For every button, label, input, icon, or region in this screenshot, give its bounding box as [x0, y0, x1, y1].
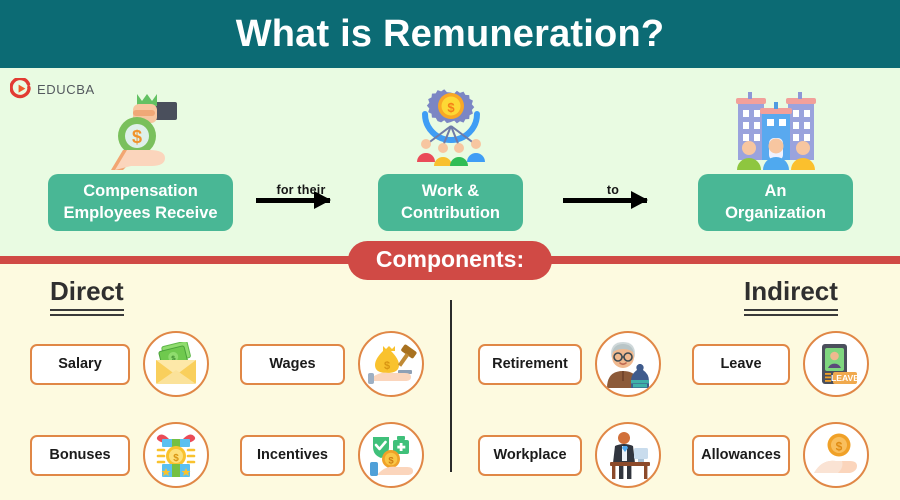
page-title: What is Remuneration? — [235, 12, 665, 55]
flow-step-label-line1: Compensation — [83, 182, 198, 201]
arrow-right-icon — [256, 191, 331, 209]
educba-circle-play-icon — [9, 76, 32, 100]
leave-badge-text: LEAVE — [831, 373, 859, 383]
flow-step-label: Compensation Employees Receive — [48, 174, 233, 231]
svg-text:$: $ — [836, 440, 843, 454]
svg-text:$: $ — [388, 456, 394, 467]
flow-step-label-line1: Work & — [421, 182, 480, 201]
flow-connector-2: to — [563, 183, 663, 209]
flow-step-label-line1: An — [764, 182, 787, 201]
flow-step-label-line2: Employees Receive — [63, 203, 218, 222]
svg-text:$: $ — [384, 360, 390, 372]
envelope-cash-icon: $ — [143, 331, 209, 397]
component-label: Wages — [240, 343, 345, 385]
gift-box-coin-icon: $ — [143, 422, 209, 488]
header-bar: What is Remuneration? — [0, 0, 900, 68]
section-heading-indirect: Indirect — [744, 276, 838, 316]
gear-coin-team-icon: $ — [378, 88, 523, 174]
desk-worker-icon — [595, 422, 661, 488]
component-label: Retirement — [478, 343, 582, 385]
component-label: Workplace — [478, 434, 582, 476]
component-label: Bonuses — [30, 434, 130, 476]
component-item-retirement[interactable]: Retirement — [478, 331, 661, 397]
coin-on-hand-icon: $ — [803, 422, 869, 488]
components-banner: Components: — [0, 241, 900, 281]
flow-connector-1: for their — [256, 183, 346, 209]
brand-logo[interactable]: EDUCBA — [9, 76, 95, 100]
svg-text:$: $ — [173, 453, 179, 464]
flow-step-label: An Organization — [698, 174, 853, 231]
flow-step-compensation[interactable]: $ Compensation Employees Receive — [48, 88, 233, 231]
flow-step-work[interactable]: $ Work & Contribution — [378, 88, 523, 231]
arrow-right-icon — [563, 191, 648, 209]
component-item-wages[interactable]: Wages $ — [240, 331, 424, 397]
vertical-divider — [450, 300, 452, 472]
section-heading-direct: Direct — [50, 276, 124, 316]
component-item-workplace[interactable]: Workplace — [478, 422, 661, 488]
component-label: Allowances — [692, 434, 790, 476]
components-banner-label: Components: — [347, 241, 553, 280]
component-label: Incentives — [240, 434, 345, 476]
component-item-salary[interactable]: Salary $ — [30, 331, 209, 397]
shield-medkit-coin-icon: $ — [358, 422, 424, 488]
component-item-allowances[interactable]: Allowances $ — [692, 422, 869, 488]
component-item-bonuses[interactable]: Bonuses $ — [30, 422, 209, 488]
svg-text:$: $ — [171, 355, 177, 363]
id-badge-leave-icon: LEAVE — [803, 331, 869, 397]
component-label: Leave — [692, 343, 790, 385]
flow-connector-label: to — [606, 183, 620, 197]
flow-step-label-line2: Organization — [725, 203, 826, 222]
office-buildings-people-icon — [698, 88, 853, 174]
elderly-savings-icon — [595, 331, 661, 397]
component-item-leave[interactable]: Leave LEAVE — [692, 331, 869, 397]
section-heading-direct-text: Direct — [50, 276, 124, 306]
brand-logo-text: EDUCBA — [37, 81, 95, 97]
flow-connector-label: for their — [276, 183, 326, 197]
heading-underline — [50, 309, 124, 316]
svg-text:$: $ — [447, 100, 455, 115]
svg-text:$: $ — [131, 127, 141, 147]
flow-step-label-line2: Contribution — [401, 203, 500, 222]
component-label: Salary — [30, 343, 130, 385]
section-heading-indirect-text: Indirect — [744, 276, 838, 306]
hand-holding-money-icon: $ — [48, 88, 233, 174]
flow-step-label: Work & Contribution — [378, 174, 523, 231]
component-item-incentives[interactable]: Incentives $ — [240, 422, 424, 488]
moneybag-gavel-hand-icon: $ — [358, 331, 424, 397]
heading-underline — [744, 309, 838, 316]
flow-step-organization[interactable]: An Organization — [698, 88, 853, 231]
